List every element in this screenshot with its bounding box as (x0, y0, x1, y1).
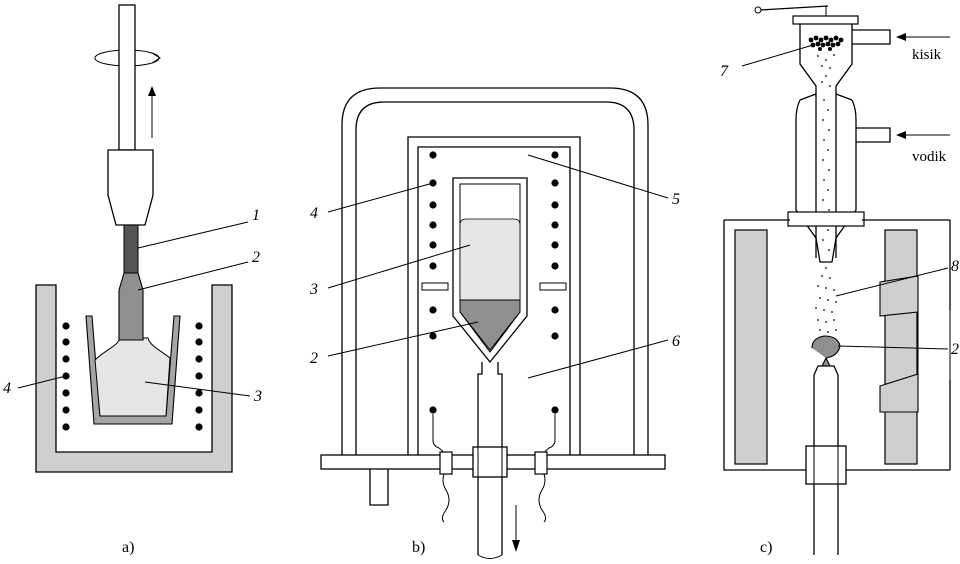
caption-b: b) (412, 539, 425, 556)
tapping-lever (759, 5, 829, 11)
housing-inner (355, 101, 635, 455)
crystal (459, 299, 521, 351)
label-4: 4 (310, 205, 318, 222)
label-3: 3 (309, 281, 318, 298)
label-2: 2 (310, 350, 318, 367)
powder-charge (808, 35, 844, 51)
furnace-tube (407, 136, 581, 455)
baffle-right (539, 282, 567, 291)
pull-rod (118, 4, 136, 151)
window-lower (879, 373, 919, 413)
label-2: 2 (252, 249, 260, 266)
housing-outer (341, 87, 649, 455)
baffle-left (421, 282, 449, 291)
window-upper (879, 275, 919, 317)
panel-c: 7 8 2 kisik vodik c) (720, 5, 959, 556)
inlet-label-oxygen: kisik (912, 47, 942, 63)
rod-seal (472, 446, 508, 478)
torch-collar (787, 211, 865, 227)
caption-a: a) (122, 539, 134, 556)
seed-crystal (123, 224, 139, 274)
feed-tube (815, 94, 837, 258)
inlet-label-hydrogen: vodik (912, 149, 947, 165)
label-4: 4 (3, 380, 11, 397)
hydrogen-inlet (856, 127, 891, 143)
label-7: 7 (720, 63, 729, 80)
powder-hopper (799, 24, 853, 94)
torch-body (795, 99, 857, 239)
induction-coil-left (62, 322, 70, 431)
furnace-wall (35, 284, 233, 473)
melt (459, 218, 521, 301)
label-6: 6 (672, 333, 680, 350)
oxygen-inlet (852, 29, 891, 45)
powder-stream (817, 54, 835, 251)
label-5: 5 (672, 191, 680, 208)
grown-crystal (118, 272, 144, 341)
furnace-enclosure (723, 220, 950, 471)
refractory-left (734, 229, 768, 465)
vacuum-port (369, 469, 389, 506)
label-1: 1 (252, 207, 260, 224)
induction-coil-right (195, 322, 203, 431)
pedestal-seal (805, 445, 847, 485)
seed-holder (107, 149, 154, 226)
panel-b: 4 3 2 5 6 b) (309, 87, 680, 559)
label-3: 3 (253, 388, 262, 405)
label-2: 2 (951, 341, 959, 358)
powder-cone (815, 267, 837, 333)
label-8: 8 (951, 258, 959, 275)
caption-c: c) (760, 539, 772, 556)
panel-a: 1 2 3 4 a) (3, 4, 262, 556)
hopper-lid (792, 15, 859, 25)
crucible (85, 315, 181, 425)
boule (811, 335, 841, 367)
melt (94, 337, 171, 417)
